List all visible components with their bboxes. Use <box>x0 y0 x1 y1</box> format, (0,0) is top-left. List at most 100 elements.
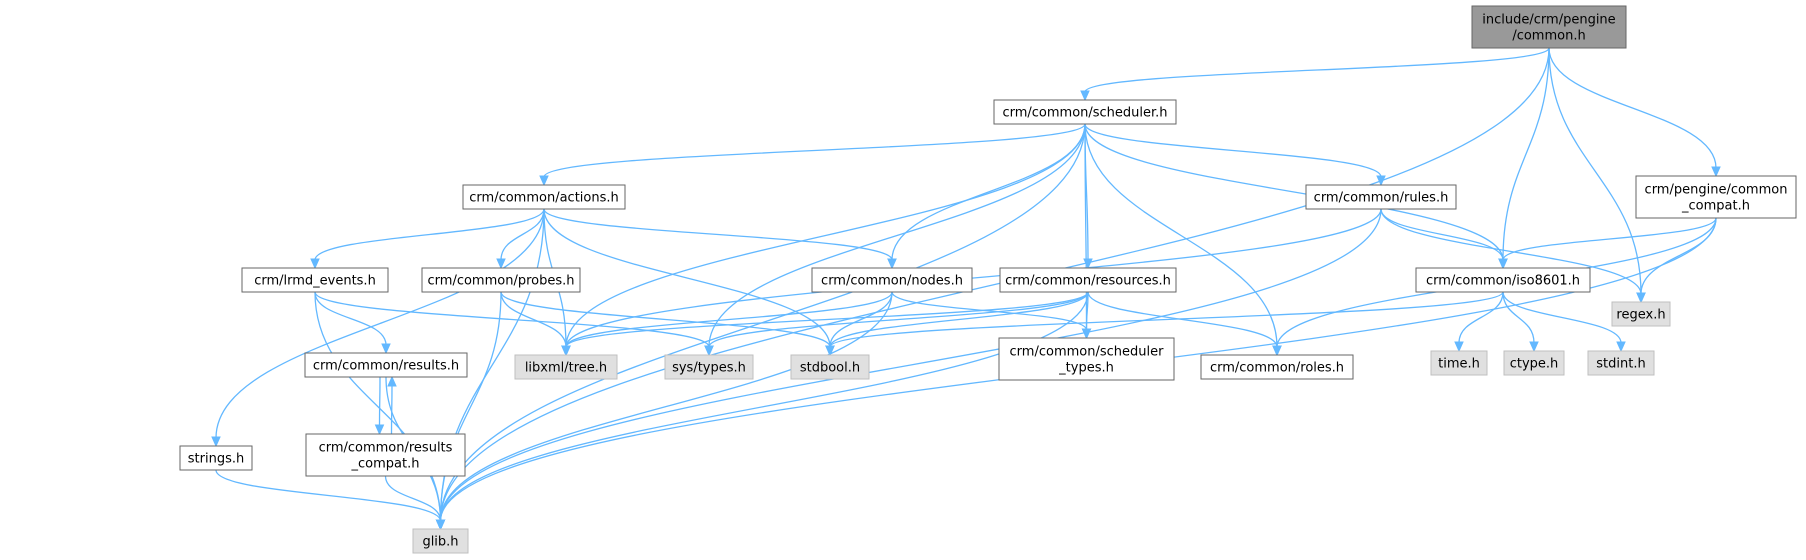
node-libxml: libxml/tree.h <box>514 354 618 380</box>
edge-rcompat-to-results <box>390 384 393 435</box>
edge-probes-to-libxml <box>500 291 567 348</box>
node-probes[interactable]: crm/common/probes.h <box>421 267 581 293</box>
arrowhead-resources-to-roles <box>1272 345 1282 357</box>
node-systypes: sys/types.h <box>664 354 754 380</box>
edge-resources-to-glib <box>439 291 1089 522</box>
node-ctype: ctype.h <box>1503 350 1565 376</box>
edge-resources-to-stdbool <box>829 291 1089 348</box>
edge-probes-to-stdbool <box>500 291 831 348</box>
edge-scheduler-to-roles <box>1084 123 1278 348</box>
node-box-stdbool <box>790 354 870 380</box>
node-box-strings <box>179 445 253 471</box>
arrowhead-resources-to-systypes <box>704 345 714 357</box>
node-box-nodes <box>811 267 973 293</box>
node-label-resources: crm/common/resources.h <box>1005 274 1171 289</box>
node-label-schedtypes-line1: crm/common/scheduler <box>1010 345 1165 360</box>
edge-actions-to-nodes <box>543 208 893 261</box>
node-box-roles <box>1200 354 1354 380</box>
arrowhead-actions-to-strings <box>211 436 221 448</box>
node-box-scheduler <box>993 99 1177 125</box>
node-label-systypes: sys/types.h <box>672 361 746 376</box>
edge-scheduler-to-rules <box>1084 123 1382 178</box>
node-box-time <box>1430 350 1488 376</box>
edge-scheduler-to-libxml <box>565 123 1086 348</box>
arrowhead-pcompat-to-iso <box>1498 258 1508 270</box>
node-label-stdint: stdint.h <box>1596 357 1645 372</box>
node-pcompat[interactable]: crm/pengine/common_compat.h <box>1635 175 1797 219</box>
arrowhead-strings-to-glib <box>435 519 446 531</box>
node-label-root-line2: /common.h <box>1512 29 1585 44</box>
node-roles[interactable]: crm/common/roles.h <box>1200 354 1354 380</box>
arrowhead-iso-to-stdint <box>1616 341 1626 353</box>
arrowhead-pcompat-to-regex <box>1636 292 1646 304</box>
node-rules[interactable]: crm/common/rules.h <box>1305 184 1457 210</box>
edge-actions-to-strings <box>215 208 545 439</box>
arrowhead-iso-to-ctype <box>1529 341 1539 353</box>
node-scheduler[interactable]: crm/common/scheduler.h <box>993 99 1177 125</box>
node-lrmd[interactable]: crm/lrmd_events.h <box>241 267 389 293</box>
node-stdint: stdint.h <box>1587 350 1655 376</box>
edge-root-to-glib <box>439 47 1550 522</box>
arrowhead-iso-to-stdbool <box>825 345 835 357</box>
node-nodes[interactable]: crm/common/nodes.h <box>811 267 973 293</box>
node-label-results: crm/common/results.h <box>313 359 459 374</box>
arrowhead-root-to-pcompat <box>1711 166 1721 178</box>
node-actions[interactable]: crm/common/actions.h <box>462 184 626 210</box>
edge-root-to-regex <box>1548 47 1642 295</box>
node-box-probes <box>421 267 581 293</box>
node-strings[interactable]: strings.h <box>179 445 253 471</box>
arrowhead-scheduler-to-actions <box>539 175 549 187</box>
edge-rules-to-libxml <box>565 208 1382 348</box>
node-schedtypes[interactable]: crm/common/scheduler_types.h <box>998 337 1175 381</box>
arrowhead-actions-to-lrmd <box>310 258 320 270</box>
node-rcompat[interactable]: crm/common/results_compat.h <box>305 433 466 477</box>
edge-nodes-to-libxml <box>565 291 893 348</box>
edge-resources-to-systypes <box>708 291 1089 348</box>
node-iso[interactable]: crm/common/iso8601.h <box>1415 267 1591 293</box>
arrowhead-resources-to-libxml <box>561 345 571 357</box>
edge-pcompat-to-iso <box>1502 217 1717 261</box>
edge-rules-to-iso <box>1380 208 1504 261</box>
node-box-resources <box>999 267 1177 293</box>
node-box-ctype <box>1503 350 1565 376</box>
arrowhead-lrmd-to-results <box>381 343 391 355</box>
node-regex: regex.h <box>1611 301 1671 327</box>
node-label-schedtypes-line2: _types.h <box>1058 361 1114 376</box>
edge-strings-to-glib <box>215 469 442 522</box>
edge-scheduler-to-schedtypes <box>1084 123 1088 331</box>
edge-scheduler-to-iso <box>1084 123 1504 261</box>
node-box-schedtypes <box>998 337 1175 381</box>
node-box-systypes <box>664 354 754 380</box>
edge-resources-to-libxml <box>565 291 1089 348</box>
node-box-pcompat <box>1635 175 1797 219</box>
edge-nodes-to-stdbool <box>829 291 893 348</box>
node-resources[interactable]: crm/common/resources.h <box>999 267 1177 293</box>
node-label-iso: crm/common/iso8601.h <box>1426 274 1580 289</box>
arrowhead-root-to-scheduler <box>1080 90 1090 102</box>
arrowhead-resources-to-schedtypes <box>1081 328 1092 340</box>
node-label-rcompat-line2: _compat.h <box>351 457 420 472</box>
node-label-pcompat-line2: _compat.h <box>1681 199 1750 214</box>
edge-root-to-iso <box>1502 47 1550 261</box>
edge-scheduler-to-systypes <box>708 123 1086 348</box>
node-label-regex: regex.h <box>1616 308 1665 323</box>
node-box-regex <box>1611 301 1671 327</box>
edge-lrmd-to-glib <box>314 291 442 522</box>
edge-actions-to-stdbool <box>543 208 831 348</box>
edge-lrmd-to-systypes <box>314 291 710 348</box>
node-label-stdbool: stdbool.h <box>800 361 860 376</box>
node-results[interactable]: crm/common/results.h <box>304 352 468 378</box>
edge-iso-to-time <box>1458 291 1504 344</box>
node-glib: glib.h <box>412 528 469 554</box>
edge-iso-to-ctype <box>1502 291 1535 344</box>
node-box-rcompat <box>305 433 466 477</box>
node-box-iso <box>1415 267 1591 293</box>
node-time: time.h <box>1430 350 1488 376</box>
edge-actions-to-lrmd <box>314 208 545 261</box>
edge-lrmd-to-results <box>314 291 387 346</box>
node-label-rules: crm/common/rules.h <box>1314 191 1449 206</box>
node-label-glib: glib.h <box>422 535 458 550</box>
edge-scheduler-to-nodes <box>891 123 1086 261</box>
edge-rcompat-to-glib <box>384 475 442 522</box>
